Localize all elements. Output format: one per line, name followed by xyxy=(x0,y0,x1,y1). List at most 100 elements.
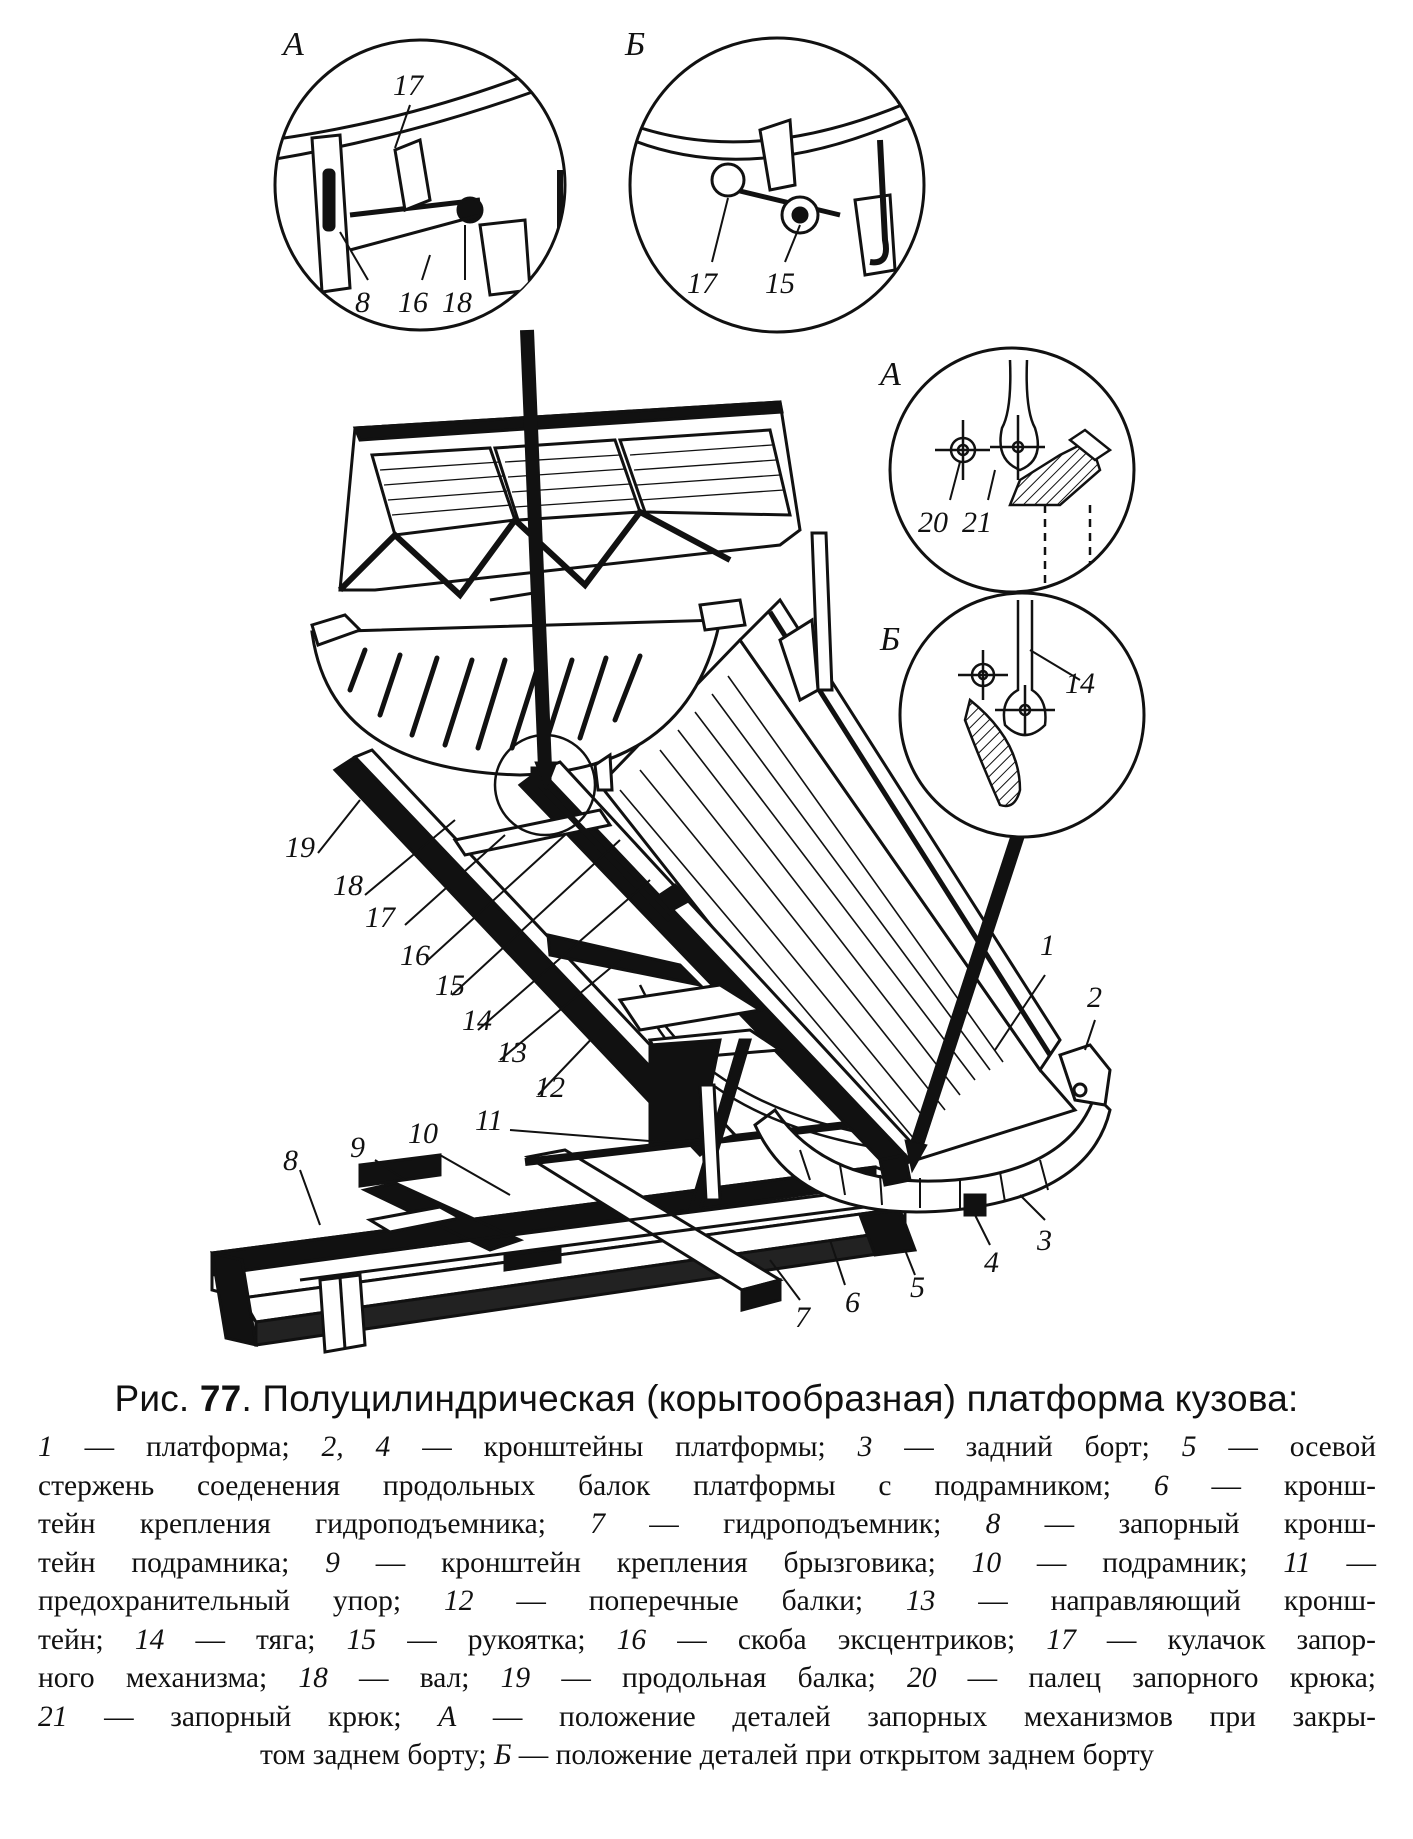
callout-label: 14 xyxy=(1065,667,1095,700)
callout-label: 2 xyxy=(1087,981,1102,1014)
legend-item-number: 11 xyxy=(1283,1546,1311,1579)
callout-label: 11 xyxy=(475,1104,503,1137)
legend-item-text: — скоба эксцентриков; xyxy=(646,1623,1047,1656)
subframe xyxy=(210,1116,918,1354)
legend-item-text: — положение деталей при открытом заднем … xyxy=(511,1739,1154,1771)
leader-lines xyxy=(299,104,1096,1301)
legend-item-text: — запорный кронш- xyxy=(1000,1508,1376,1540)
legend-item-text: — вал; xyxy=(327,1662,501,1694)
callout-label: 6 xyxy=(845,1286,860,1319)
legend-line: предохранительный упор; 12 — поперечные … xyxy=(38,1582,1376,1621)
legend-item-text: — тяга; xyxy=(164,1623,347,1656)
legend-item-number: 14 xyxy=(134,1623,165,1656)
callout-label: 5 xyxy=(910,1271,925,1304)
callout-label: 16 xyxy=(400,939,430,972)
legend-item-text: тейн подрамника; xyxy=(38,1546,326,1579)
figure-caption: Рис. 77. Полуцилиндрическая (корытообраз… xyxy=(0,1378,1413,1420)
legend-item-text: — платформа; xyxy=(52,1431,322,1463)
callout-label: 17 xyxy=(687,267,719,300)
legend-item-number: 2, 4 xyxy=(321,1431,391,1463)
callout-label: 7 xyxy=(795,1301,812,1334)
legend-item-text: — поперечные балки; xyxy=(473,1585,906,1617)
legend-line: тейн крепления гидроподъемника; 7 — гидр… xyxy=(38,1505,1376,1544)
callout-label: 14 xyxy=(462,1004,492,1037)
callout-label: 9 xyxy=(350,1131,365,1164)
legend-line: тейн; 14 — тяга; 15 — рукоятка; 16 — ско… xyxy=(38,1621,1376,1660)
inset-b-side-letter: Б xyxy=(879,621,900,658)
legend-line: тейн подрамника; 9 — кронштейн крепления… xyxy=(38,1544,1376,1583)
inset-b-side xyxy=(898,591,1146,839)
legend-item-number: 21 xyxy=(38,1700,68,1733)
legend-item-number: 5 xyxy=(1181,1431,1197,1463)
legend-item-number: Б xyxy=(493,1739,512,1771)
callout-label: 16 xyxy=(398,286,428,319)
legend-line: ного механизма; 18 — вал; 19 — продольна… xyxy=(38,1659,1376,1698)
legend-item-text: — продольная балка; xyxy=(530,1662,908,1694)
inset-b-top xyxy=(628,36,926,334)
legend-item-text: тейн; xyxy=(38,1623,135,1656)
caption-prefix: Рис. xyxy=(114,1378,190,1419)
callout-label: 12 xyxy=(535,1071,565,1104)
legend-item-text: том заднем борту; xyxy=(260,1739,494,1771)
legend-item-number: 20 xyxy=(907,1662,937,1694)
callout-label: 17 xyxy=(393,69,425,102)
callout-label: 3 xyxy=(1036,1224,1052,1257)
legend-item-text: — рукоятка; xyxy=(376,1623,617,1656)
legend-item-text: — палец запорного крюка; xyxy=(936,1662,1376,1694)
legend-item-number: 17 xyxy=(1046,1623,1076,1656)
legend-item-text: — положение деталей запорных механизмов … xyxy=(456,1700,1376,1733)
legend-item-text: — гидроподъемник; xyxy=(605,1508,986,1540)
legend-item-number: 6 xyxy=(1153,1469,1169,1502)
inset-callouts: 17 8 16 18 17 15 20 21 14 xyxy=(355,69,1095,700)
legend-item-number: А xyxy=(438,1700,457,1733)
callout-label: 13 xyxy=(497,1036,527,1069)
inset-letters: А Б А Б xyxy=(281,26,901,658)
main-callouts: 1 2 3 4 5 6 7 8 9 10 11 12 13 14 15 16 1… xyxy=(283,831,1102,1334)
legend-item-number: 10 xyxy=(971,1546,1002,1579)
legend-item-text: — кронш- xyxy=(1168,1469,1376,1502)
legend-item-number: 7 xyxy=(590,1508,605,1540)
callout-label: 20 xyxy=(918,506,948,539)
legend-item-text: — кулачок запор- xyxy=(1075,1623,1376,1656)
legend-item-number: 16 xyxy=(616,1623,647,1656)
inset-a-side-letter: А xyxy=(878,356,901,393)
legend-item-text: предохранительный упор; xyxy=(38,1585,444,1617)
callout-label: 15 xyxy=(765,267,795,300)
legend-item-text: ного механизма; xyxy=(38,1662,299,1694)
inset-b-top-letter: Б xyxy=(624,26,645,63)
legend-line: том заднем борту; Б — положение деталей … xyxy=(38,1736,1376,1775)
legend-item-text: стержень соеденения продольных балок пла… xyxy=(38,1469,1154,1502)
figure-legend: 1 — платформа; 2, 4 — кронштейны платфор… xyxy=(38,1428,1376,1775)
callout-label: 1 xyxy=(1040,929,1055,962)
legend-item-text: — кронштейны платформы; xyxy=(390,1431,858,1463)
legend-item-number: 1 xyxy=(38,1431,53,1463)
legend-item-text: — кронштейн крепления брызговика; xyxy=(339,1546,972,1579)
inset-a-side xyxy=(888,346,1136,594)
legend-item-text: — запорный крюк; xyxy=(67,1700,439,1733)
inset-a-top xyxy=(273,38,567,332)
legend-item-number: 12 xyxy=(443,1585,474,1617)
legend-line: 1 — платформа; 2, 4 — кронштейны платфор… xyxy=(38,1428,1376,1467)
callout-label: 18 xyxy=(442,286,472,319)
callout-label: 10 xyxy=(408,1117,438,1150)
callout-label: 8 xyxy=(355,286,370,319)
legend-item-number: 19 xyxy=(500,1662,531,1694)
legend-item-text: — осевой xyxy=(1196,1431,1377,1463)
technical-drawing: А Б А Б 17 8 16 18 17 15 20 21 14 1 2 3 … xyxy=(210,26,1146,1354)
legend-line: стержень соеденения продольных балок пла… xyxy=(38,1467,1376,1506)
legend-item-text: — направляющий кронш- xyxy=(935,1585,1376,1617)
legend-item-text: — подрамник; xyxy=(1001,1546,1284,1579)
legend-line: 21 — запорный крюк; А — положение детале… xyxy=(38,1698,1376,1737)
inset-a-top-letter: А xyxy=(281,26,304,63)
legend-item-text: — задний борт; xyxy=(872,1431,1182,1463)
legend-item-number: 9 xyxy=(325,1546,340,1579)
callout-label: 18 xyxy=(333,869,363,902)
legend-item-number: 15 xyxy=(346,1623,377,1656)
legend-item-number: 8 xyxy=(985,1508,1001,1540)
headboard xyxy=(310,400,802,777)
legend-item-number: 3 xyxy=(857,1431,873,1463)
caption-number: 77 xyxy=(199,1378,242,1419)
callout-label: 19 xyxy=(285,831,315,864)
callout-label: 15 xyxy=(435,969,465,1002)
legend-item-text: тейн крепления гидроподъемника; xyxy=(38,1508,591,1540)
